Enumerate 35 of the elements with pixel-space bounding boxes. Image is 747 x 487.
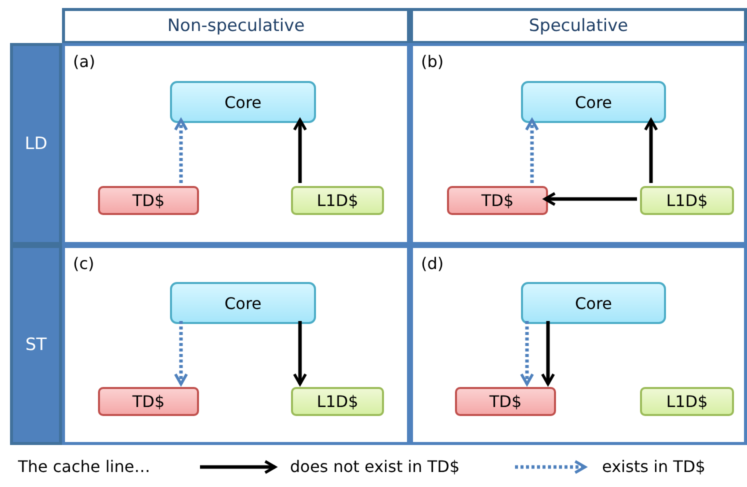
diagram-panel — [62, 245, 410, 445]
cache-box: L1D$ — [640, 186, 734, 215]
panel-label: (d) — [421, 254, 444, 273]
cache-box: TD$ — [98, 186, 199, 215]
cache-box: TD$ — [447, 186, 548, 215]
core-box: Core — [170, 282, 316, 324]
core-box: Core — [521, 81, 666, 123]
arrow — [644, 118, 658, 183]
cache-box: L1D$ — [640, 387, 734, 416]
cache-box: TD$ — [455, 387, 556, 416]
diagram-panel — [410, 43, 747, 245]
dashed-arrow — [520, 321, 534, 386]
legend-text: does not exist in TD$ — [290, 457, 460, 476]
panel-label: (b) — [421, 52, 444, 71]
core-box: Core — [170, 81, 316, 123]
diagram-panel — [62, 43, 410, 245]
cache-box: TD$ — [98, 387, 199, 416]
arrow — [541, 321, 555, 386]
arrow — [293, 118, 307, 183]
dashed-arrow — [174, 118, 188, 183]
column-header: Non-speculative — [62, 8, 410, 44]
panel-label: (a) — [73, 52, 96, 71]
cache-box: L1D$ — [291, 186, 384, 215]
row-header: ST — [10, 245, 62, 445]
column-header: Speculative — [410, 8, 747, 44]
panel-label: (c) — [73, 254, 94, 273]
legend-text: exists in TD$ — [602, 457, 706, 476]
dashed-arrow — [525, 118, 539, 183]
arrow — [293, 321, 307, 386]
core-box: Core — [521, 282, 666, 324]
cache-box: L1D$ — [291, 387, 384, 416]
diagram-panel — [410, 245, 747, 445]
legend-title: The cache line… — [18, 457, 150, 476]
arrow — [544, 192, 637, 206]
row-header: LD — [10, 43, 62, 245]
